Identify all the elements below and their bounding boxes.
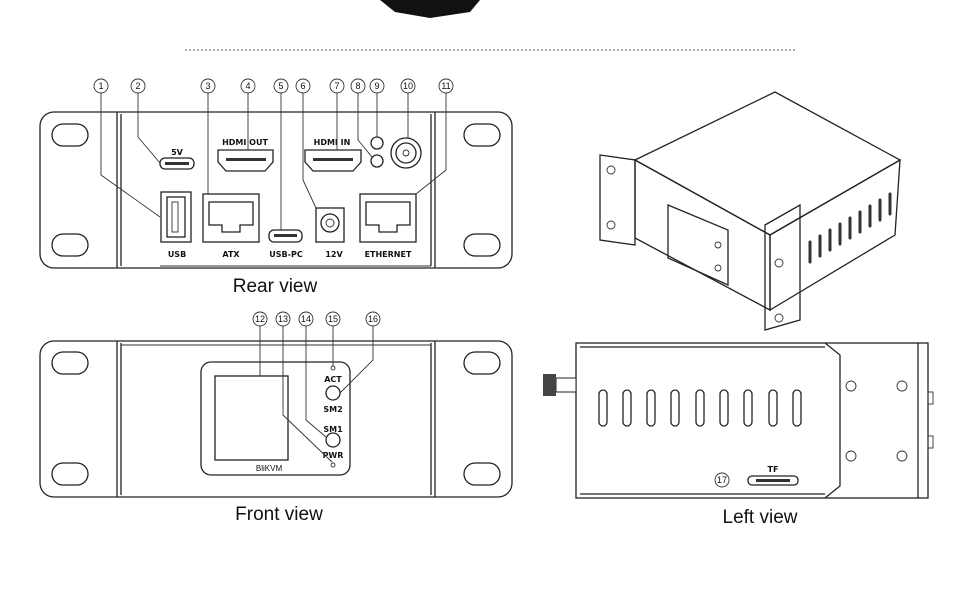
sm2-button[interactable] [325, 385, 341, 401]
svg-text:1: 1 [98, 81, 103, 91]
label-usb-pc: USB-PC [269, 250, 303, 259]
label-pwr: PWR [323, 451, 344, 460]
label-tf: TF [768, 465, 779, 474]
label-hdmi-out: HDMI OUT [222, 138, 268, 147]
isometric-view [599, 91, 902, 331]
caption-front-view: Front view [235, 504, 323, 525]
antenna-connector [390, 137, 422, 169]
caption-left-view: Left view [723, 507, 798, 528]
svg-text:3: 3 [205, 81, 210, 91]
svg-text:10: 10 [403, 81, 413, 91]
mount-hole [51, 462, 89, 486]
mount-hole [463, 462, 501, 486]
pwr-led [330, 462, 336, 468]
hdmi-in-port [304, 149, 362, 172]
label-hdmi-in: HDMI IN [314, 138, 351, 147]
brand-label: BliKVM [256, 464, 283, 473]
rear-callouts: 1 2 3 4 5 6 7 8 9 10 11 [93, 78, 454, 94]
mount-hole [463, 123, 501, 147]
indicator-led-9 [370, 136, 384, 150]
svg-text:14: 14 [301, 314, 311, 324]
usb-c-pc-port [268, 229, 303, 243]
vent-slots [598, 389, 802, 427]
mount-hole [51, 351, 89, 375]
mount-hole [51, 123, 89, 147]
display-bezel [200, 361, 351, 476]
label-12v: 12V [325, 250, 343, 259]
rear-view-panel: 5V USB ATX HDMI OUT USB-PC 12V HDMI IN [39, 93, 513, 269]
mount-hole [463, 233, 501, 257]
front-view-panel: BliKVM ACT SM2 SM1 PWR 12 13 14 15 16 [39, 311, 513, 498]
caption-rear-view: Rear view [233, 276, 318, 297]
svg-text:13: 13 [278, 314, 288, 324]
svg-text:4: 4 [245, 81, 250, 91]
svg-text:6: 6 [300, 81, 305, 91]
hdmi-out-port [217, 149, 274, 172]
svg-text:17: 17 [717, 475, 727, 485]
svg-text:7: 7 [334, 81, 339, 91]
svg-text:16: 16 [368, 314, 378, 324]
indicator-led-8 [370, 154, 384, 168]
label-ethernet: ETHERNET [365, 250, 412, 259]
label-sm2: SM2 [323, 405, 342, 414]
svg-text:9: 9 [374, 81, 379, 91]
label-sm1: SM1 [323, 425, 343, 434]
label-usb: USB [168, 250, 186, 259]
svg-text:2: 2 [135, 81, 140, 91]
atx-rj45-port [202, 193, 260, 243]
usb-c-5v-port [159, 157, 195, 170]
mount-hole [51, 233, 89, 257]
label-act: ACT [324, 375, 342, 384]
sm1-button[interactable] [325, 432, 341, 448]
ethernet-rj45-port [359, 193, 417, 243]
svg-text:15: 15 [328, 314, 338, 324]
usb-a-port [160, 191, 192, 243]
label-5v: 5V [171, 148, 184, 157]
svg-text:8: 8 [355, 81, 360, 91]
mount-hole [463, 351, 501, 375]
antenna-connector-side [543, 374, 577, 396]
screw [845, 380, 908, 462]
svg-text:12: 12 [255, 314, 265, 324]
svg-text:5: 5 [278, 81, 283, 91]
label-atx: ATX [222, 250, 240, 259]
dc-12v-jack [315, 207, 345, 243]
tf-card-slot [747, 475, 799, 486]
device-top-shadow [380, 0, 480, 18]
left-view-panel: TF 17 [543, 342, 934, 499]
act-led [330, 365, 336, 371]
svg-text:11: 11 [441, 81, 450, 91]
lcd-screen [214, 375, 289, 461]
